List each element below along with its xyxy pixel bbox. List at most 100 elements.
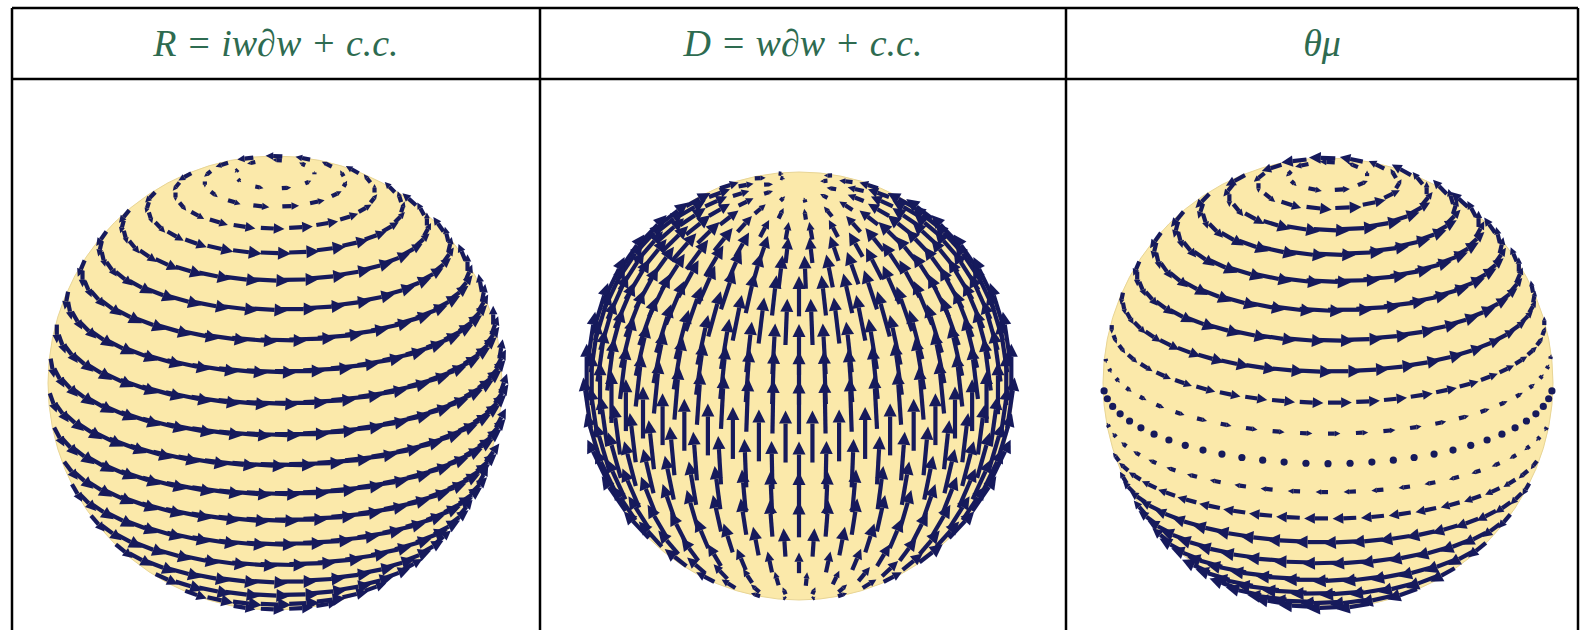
arrow-head — [1453, 251, 1467, 263]
arrow-head — [606, 338, 619, 352]
arrow-head — [1449, 351, 1463, 364]
arrow-head — [1196, 567, 1210, 579]
field-arrow — [316, 223, 328, 225]
field-arrow — [689, 548, 698, 561]
field-arrow — [275, 432, 316, 436]
field-arrow — [797, 514, 801, 537]
field-arrow — [1437, 560, 1455, 567]
field-arrow — [1308, 540, 1328, 544]
arrow-head — [721, 319, 734, 333]
field-arrow — [786, 230, 788, 240]
arrow-head — [655, 331, 668, 345]
field-arrow — [73, 471, 84, 481]
arrow-head — [1432, 228, 1446, 240]
field-arrow — [1355, 576, 1384, 580]
arrow-head — [953, 290, 965, 304]
field-arrow — [1513, 254, 1516, 262]
field-arrow — [401, 206, 403, 212]
field-arrow — [282, 204, 291, 209]
field-arrow — [54, 428, 60, 438]
field-arrow — [1365, 173, 1369, 176]
arrow-head — [841, 322, 854, 336]
field-arrow — [859, 308, 866, 341]
field-arrow — [91, 503, 104, 512]
field-arrow — [289, 606, 302, 611]
field-arrow — [757, 422, 761, 461]
arrow-head — [1143, 397, 1147, 400]
arrow-head — [973, 309, 986, 323]
arrow-head — [1234, 483, 1240, 488]
field-arrow — [953, 337, 962, 376]
field-arrow — [1481, 410, 1486, 412]
arrow-head — [316, 428, 329, 441]
field-arrow — [1188, 318, 1203, 324]
field-arrow — [246, 308, 274, 310]
field-arrow — [72, 388, 85, 398]
arrow-head — [678, 399, 691, 412]
field-arrow — [884, 577, 894, 582]
arrow-head — [1391, 169, 1396, 174]
arrow-head — [454, 456, 468, 468]
arrow-head — [673, 281, 685, 296]
arrow-head — [1517, 268, 1523, 276]
field-arrow — [1175, 380, 1184, 383]
arrow-head — [736, 549, 746, 561]
field-arrow — [1489, 224, 1495, 232]
arrow-head — [803, 197, 805, 200]
arrow-head — [1240, 531, 1254, 544]
arrow-head — [931, 239, 944, 253]
field-arrow — [91, 431, 111, 441]
arrow-head — [1503, 481, 1510, 487]
arrow-head — [719, 228, 732, 242]
arrow-head — [397, 318, 411, 331]
field-arrow — [192, 302, 216, 307]
field-arrow — [85, 397, 103, 407]
arrow-head — [756, 297, 769, 311]
field-arrow — [838, 595, 843, 597]
arrow-head — [476, 305, 487, 316]
arrow-head — [375, 324, 389, 337]
arrow-head — [805, 299, 818, 312]
arrow-head — [1538, 337, 1543, 342]
arrow-head — [173, 185, 178, 190]
arrow-head — [794, 553, 803, 562]
field-arrow — [1155, 233, 1161, 241]
arrow-head — [1207, 561, 1221, 574]
arrow-head — [913, 281, 925, 296]
field-arrow — [716, 508, 721, 532]
arrow-head — [882, 266, 894, 281]
field-arrow — [1512, 455, 1516, 457]
arrow-head — [722, 580, 730, 587]
field-arrow — [1500, 403, 1504, 405]
arrow-head — [1367, 274, 1380, 287]
arrow-head — [1393, 270, 1407, 283]
field-arrow — [1154, 243, 1156, 252]
arrow-head — [1252, 426, 1258, 431]
arrow-head — [1161, 529, 1175, 541]
field-arrow — [1428, 548, 1447, 553]
arrow-head — [1134, 501, 1142, 510]
arrow-head — [672, 254, 684, 268]
field-arrow — [1197, 418, 1203, 419]
field-arrow — [225, 592, 247, 595]
arrow-head — [314, 171, 316, 173]
field-arrow — [1156, 372, 1164, 376]
field-arrow — [91, 291, 98, 300]
arrow-head — [1155, 509, 1167, 519]
arrow-head — [868, 188, 879, 197]
arrow-head — [1129, 472, 1136, 478]
arrow-head — [484, 337, 497, 349]
field-arrow — [1259, 173, 1265, 178]
field-arrow — [261, 337, 294, 342]
arrow-head — [859, 181, 869, 189]
arrow-head — [340, 170, 343, 173]
field-arrow — [102, 252, 104, 260]
table-rule — [539, 8, 542, 630]
arrow-head — [489, 444, 499, 455]
field-arrow — [851, 264, 858, 284]
field-arrow — [1246, 302, 1272, 307]
arrow-head — [1281, 155, 1293, 166]
field-arrow — [399, 196, 401, 202]
arrow-head — [397, 191, 402, 197]
arrow-head — [724, 270, 736, 284]
